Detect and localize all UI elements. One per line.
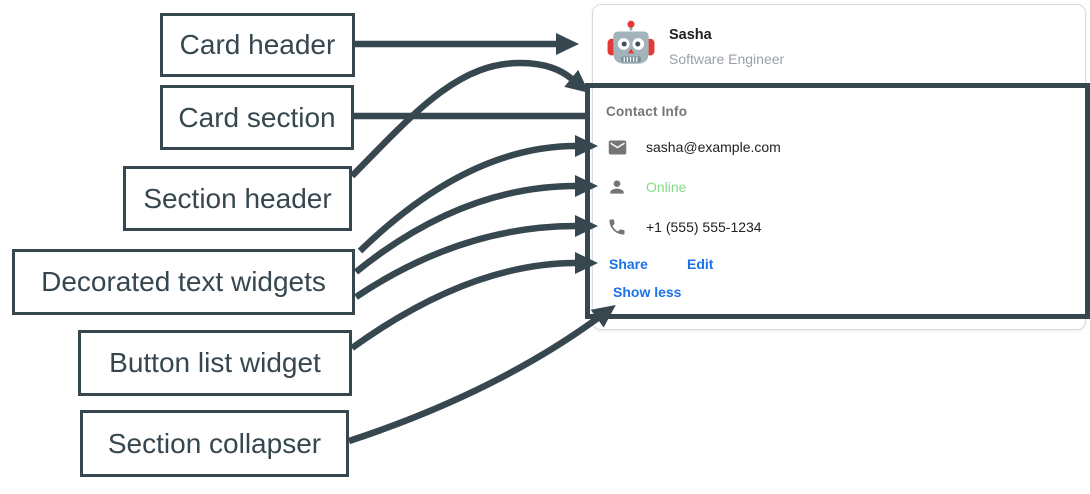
arrow-decorated-text-phone <box>354 215 598 300</box>
label-card-header: Card header <box>160 13 355 77</box>
arrow-button-list <box>350 252 598 351</box>
arrow-section-header <box>349 59 590 179</box>
show-less-collapser[interactable]: Show less <box>613 284 682 300</box>
arrow-decorated-text-email <box>357 135 598 254</box>
decorated-text-status: Online <box>607 176 686 198</box>
contact-card: Sasha Software Engineer Contact Info sas… <box>592 4 1086 330</box>
label-button-list-widget: Button list widget <box>78 330 352 396</box>
person-icon <box>607 177 629 197</box>
decorated-text-phone: +1 (555) 555-1234 <box>607 216 762 238</box>
card-header-name: Sasha <box>669 27 712 43</box>
phone-icon <box>607 217 629 237</box>
arrow-section-collapser <box>347 305 616 445</box>
decorated-text-email: sasha@example.com <box>607 136 781 158</box>
label-section-collapser: Section collapser <box>80 410 349 477</box>
label-decorated-text-widgets: Decorated text widgets <box>12 249 355 315</box>
edit-button[interactable]: Edit <box>687 256 714 272</box>
arrow-decorated-text-status <box>353 175 598 275</box>
email-icon <box>607 137 629 158</box>
share-button[interactable]: Share <box>609 256 648 272</box>
label-card-section: Card section <box>160 85 354 150</box>
section-header-title: Contact Info <box>606 104 688 119</box>
robot-avatar-icon <box>607 20 655 64</box>
label-section-header: Section header <box>123 166 352 231</box>
card-header-role: Software Engineer <box>669 51 785 67</box>
status-text: Online <box>646 179 687 195</box>
email-text: sasha@example.com <box>646 139 781 155</box>
phone-text: +1 (555) 555-1234 <box>646 219 762 235</box>
